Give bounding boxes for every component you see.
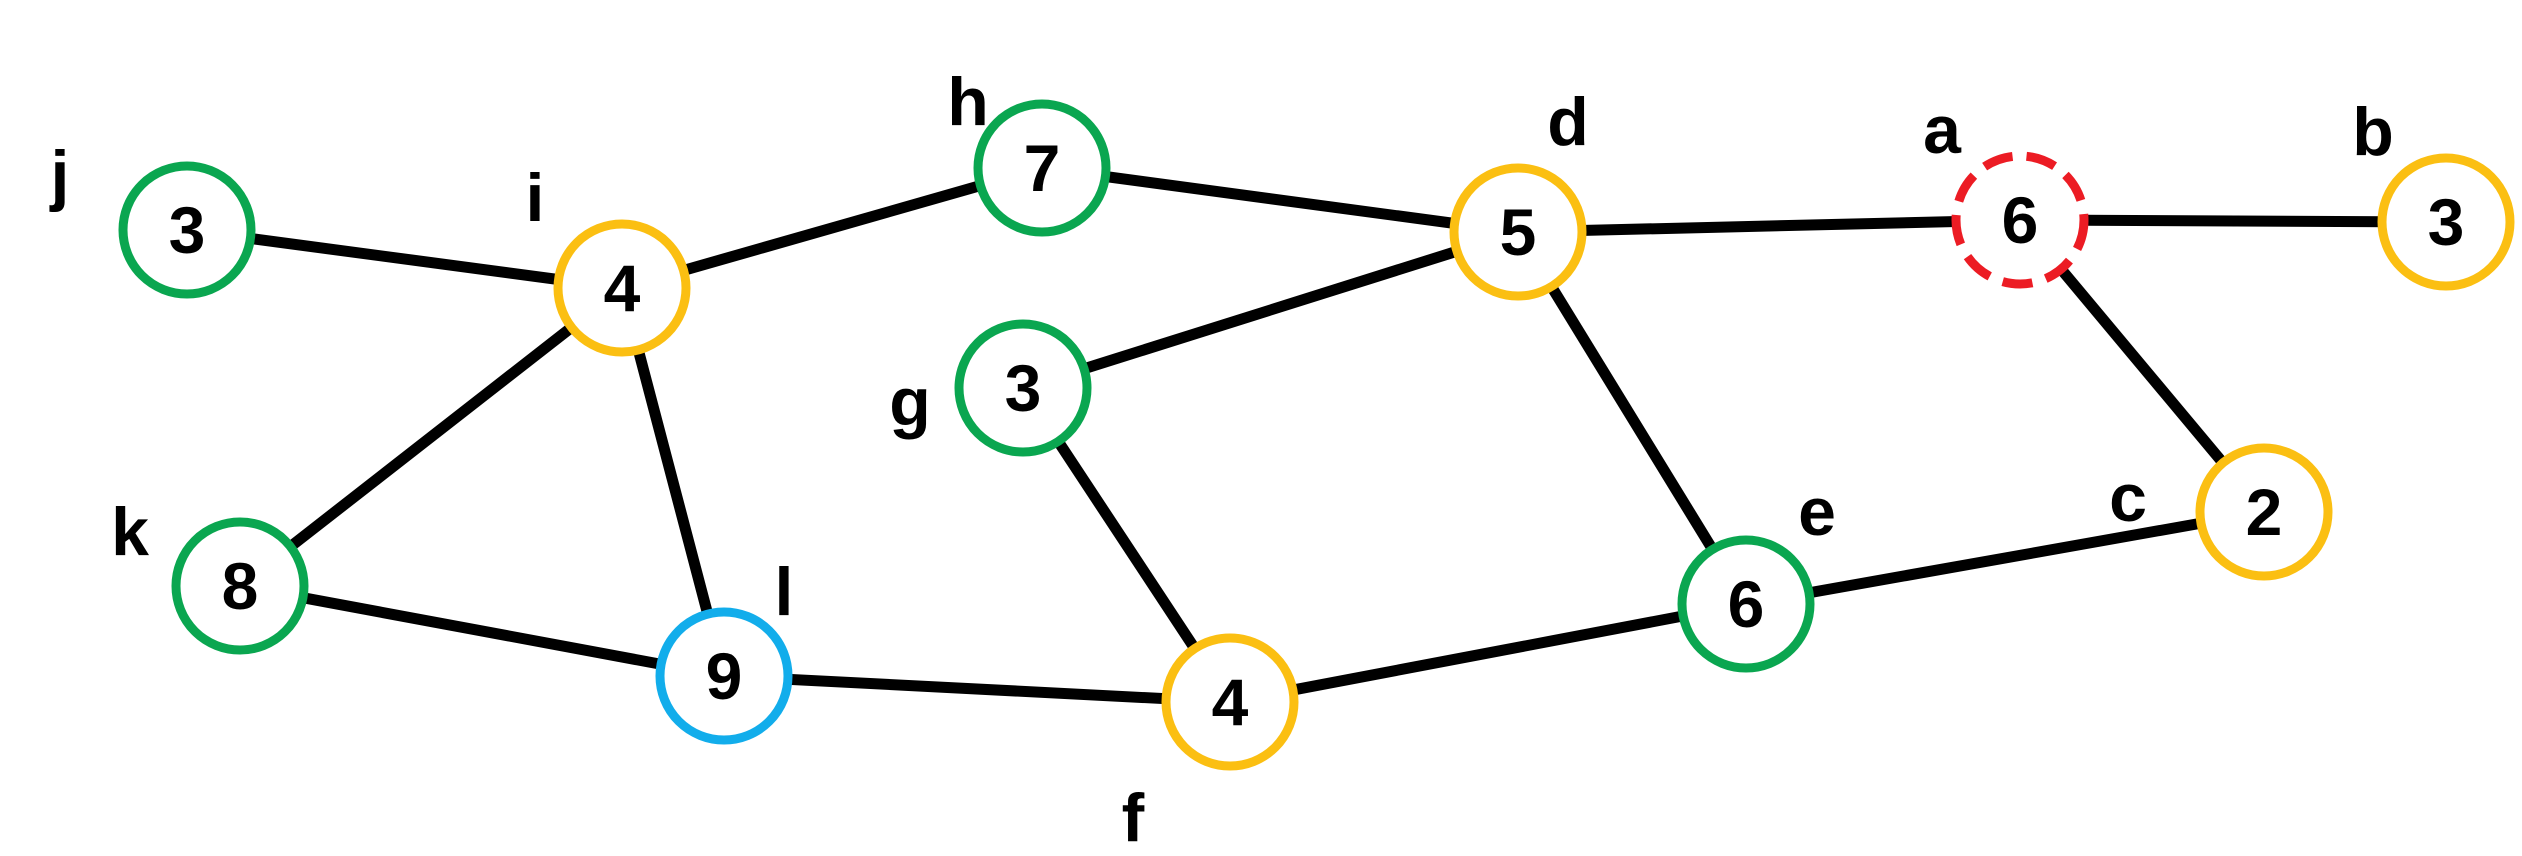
node-value-e: 6 bbox=[1728, 567, 1765, 641]
node-value-a: 6 bbox=[2002, 183, 2039, 257]
node-k: 8k bbox=[111, 494, 309, 655]
node-circle-a bbox=[1951, 151, 2089, 289]
node-circle-b bbox=[2377, 153, 2515, 291]
node-e: 6e bbox=[1677, 474, 1836, 673]
node-label-k: k bbox=[111, 494, 149, 570]
node-label-j: j bbox=[49, 137, 70, 213]
node-label-f: f bbox=[1122, 780, 1145, 856]
edge-h-d bbox=[1041, 162, 1519, 238]
node-label-c: c bbox=[2109, 460, 2147, 536]
edge-i-h bbox=[620, 162, 1044, 294]
node-f: 4f bbox=[1122, 633, 1299, 856]
node-b: 3b bbox=[2352, 94, 2515, 291]
node-j: 3j bbox=[49, 137, 256, 299]
node-l: 9l bbox=[655, 554, 794, 745]
node-label-i: i bbox=[526, 160, 545, 236]
edge-e-c bbox=[1745, 506, 2265, 610]
node-label-h: h bbox=[947, 64, 989, 140]
node-circle-i bbox=[553, 219, 691, 357]
node-value-h: 7 bbox=[1024, 131, 1061, 205]
node-value-c: 2 bbox=[2246, 475, 2283, 549]
node-label-b: b bbox=[2352, 94, 2394, 170]
node-circle-h bbox=[973, 99, 1111, 237]
node-d: 5d bbox=[1449, 84, 1589, 301]
edge-d-a bbox=[1517, 214, 2021, 238]
edge-f-e bbox=[1228, 598, 1748, 708]
node-value-d: 5 bbox=[1500, 195, 1537, 269]
node-value-j: 3 bbox=[169, 193, 206, 267]
node-circle-g bbox=[954, 319, 1092, 457]
node-circle-l bbox=[655, 607, 793, 745]
node-h: 7h bbox=[947, 64, 1111, 237]
node-label-l: l bbox=[775, 554, 794, 630]
node-c: 2c bbox=[2109, 443, 2333, 581]
node-value-f: 4 bbox=[1212, 665, 1249, 739]
node-circle-c bbox=[2195, 443, 2333, 581]
edge-j-i bbox=[186, 224, 623, 294]
node-label-g: g bbox=[889, 364, 931, 440]
node-value-g: 3 bbox=[1005, 351, 1042, 425]
node-circle-d bbox=[1449, 163, 1587, 301]
edge-d-e bbox=[1513, 229, 1751, 607]
node-a: 6a bbox=[1923, 92, 2089, 289]
node-label-a: a bbox=[1923, 92, 1962, 168]
node-value-l: 9 bbox=[706, 639, 743, 713]
node-i: 4i bbox=[526, 160, 691, 357]
edge-i-k bbox=[236, 283, 626, 591]
node-value-k: 8 bbox=[222, 549, 259, 623]
node-label-e: e bbox=[1798, 474, 1836, 550]
node-circle-j bbox=[118, 161, 256, 299]
node-value-i: 4 bbox=[604, 251, 641, 325]
node-circle-e bbox=[1677, 535, 1815, 673]
edge-g-d bbox=[1021, 226, 1520, 394]
node-value-b: 3 bbox=[2428, 185, 2465, 259]
edge-l-f bbox=[723, 670, 1231, 708]
edge-k-l bbox=[238, 580, 726, 682]
node-circle-k bbox=[171, 517, 309, 655]
node-label-d: d bbox=[1547, 84, 1589, 160]
node-circle-f bbox=[1161, 633, 1299, 771]
edge-a-b bbox=[2019, 214, 2447, 228]
node-g: 3g bbox=[889, 319, 1092, 457]
